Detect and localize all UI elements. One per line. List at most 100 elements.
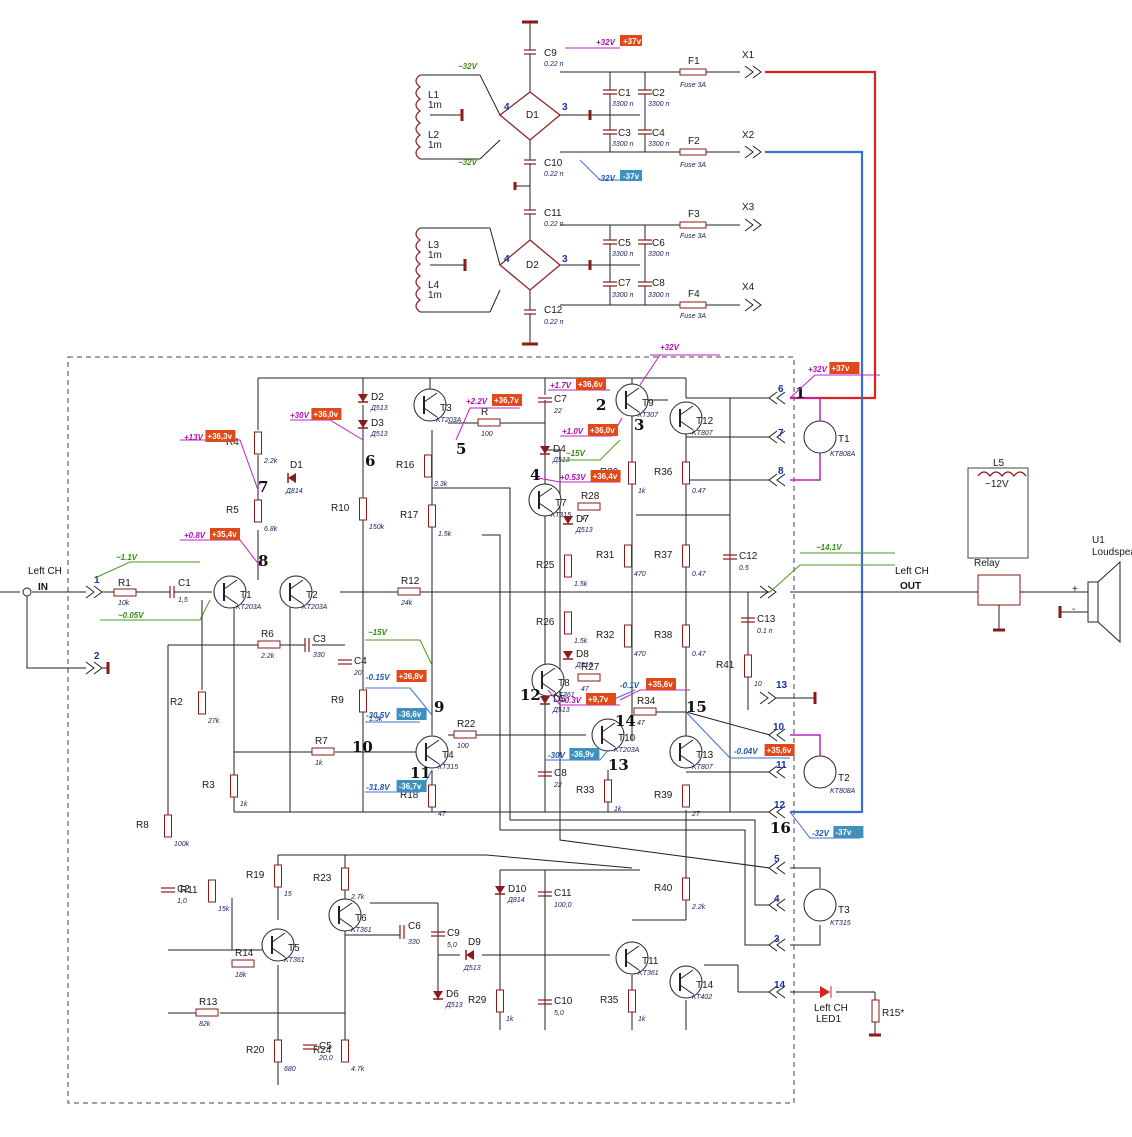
resistor-value: 1k [315, 760, 323, 767]
diode-icon [495, 886, 505, 894]
diode-icon [540, 446, 550, 454]
transistor-type: KT203A [614, 747, 640, 754]
resistor-ref: R [481, 407, 488, 418]
diode-type: Д513 [463, 965, 481, 972]
transistor-ref: T13 [696, 750, 714, 761]
voltage-value: -0.04V [734, 747, 758, 756]
diode-icon [433, 991, 443, 999]
voltage-badge-text: +36,7v [494, 396, 519, 405]
resistor-ref: R6 [261, 629, 274, 640]
diode-type: Д513 [552, 707, 570, 714]
voltage-badge [569, 748, 600, 760]
transistor-icon [615, 383, 649, 417]
svg-text:Fuse 3A: Fuse 3A [680, 162, 706, 169]
resistor-value: 3.3k [434, 481, 448, 488]
c9-value: 0.22 n [544, 61, 564, 68]
node-13: 13 [608, 756, 629, 774]
svg-text:Fuse 3A: Fuse 3A [680, 82, 706, 89]
speaker-ref: U1 [1092, 535, 1105, 546]
voltage-value: ~15V [566, 449, 586, 458]
diode-type: Д513 [575, 527, 593, 534]
transistor-icon [669, 735, 703, 769]
voltage-value: -0.15V [366, 673, 390, 682]
voltage-value: +32V [808, 365, 828, 374]
node-4: 4 [530, 466, 540, 484]
transistor-ref: T14 [696, 980, 714, 991]
voltage-v-004: -0.04V+35,6v [734, 744, 795, 756]
capacitor-ref: C7 [554, 394, 567, 405]
resistor-ref: R34 [637, 696, 656, 707]
resistor-value: 680 [284, 1066, 296, 1073]
voltage-badge [311, 408, 342, 420]
capacitor-ref: C12 [739, 551, 758, 562]
resistor-ref: R13 [199, 997, 218, 1008]
resistor-ref: R32 [596, 630, 615, 641]
voltage-badge [396, 780, 427, 792]
diodes: D1Д814D2Д513D3Д513D4Д513D5Д513D6Д513D7Д5… [285, 392, 593, 1009]
output-channel-label: Left CH [895, 566, 929, 577]
c11-value: 0.22 n [544, 221, 564, 228]
l4-value: 1m [428, 290, 442, 301]
svg-text:+37v: +37v [623, 37, 642, 46]
voltage-badge [646, 678, 676, 690]
voltage-value: -30.5V [366, 711, 390, 720]
relay-label: Relay [974, 558, 1000, 569]
capacitor-ref: C3 [313, 634, 326, 645]
capacitor-value: 0.1 n [757, 628, 773, 635]
svg-text:Fuse 3A: Fuse 3A [680, 313, 706, 320]
voltage-v-318: -31.8V-36,7v [366, 780, 427, 792]
v-14-1: ~14.1V [816, 543, 842, 552]
d1-bridge-ref: D1 [526, 110, 539, 121]
voltage-badge-text: -36,6v [399, 710, 422, 719]
svg-text:3: 3 [562, 254, 568, 265]
capacitor-c6: C6 330 [399, 921, 421, 946]
diode-icon [540, 696, 550, 704]
voltage-badge [588, 424, 618, 436]
capacitor-value: 20,0 [318, 1055, 333, 1062]
resistor-ref: R4 [226, 437, 239, 448]
voltage-badge [586, 693, 616, 705]
svg-text:3300 n: 3300 n [648, 251, 670, 258]
capacitor-ref: C5 [319, 1041, 332, 1052]
speaker-icon [1087, 581, 1099, 623]
diode-ref: D4 [553, 444, 566, 455]
voltage-badge-text: +35,6v [648, 680, 673, 689]
svg-text:C7: C7 [618, 278, 631, 289]
resistor-value: 1k [638, 1016, 646, 1023]
resistor-ref: R11 [180, 885, 198, 896]
resistor-r4: R42.2k [226, 431, 278, 465]
resistor-ref: R3 [202, 780, 215, 791]
resistor-ref: R28 [581, 491, 600, 502]
diode-type: Д513 [370, 405, 388, 412]
diode-icon [288, 473, 296, 483]
voltage-badge-text: -36,9v [571, 750, 594, 759]
svg-text:3300 n: 3300 n [612, 101, 634, 108]
svg-text:3300 n: 3300 n [648, 141, 670, 148]
fuse-f3 [679, 221, 707, 229]
capacitor-value: 330 [408, 939, 420, 946]
svg-text:3: 3 [562, 102, 568, 113]
resistor-value: 47 [637, 720, 646, 727]
resistor-ref: R27 [581, 662, 600, 673]
svg-text:T1: T1 [838, 434, 850, 445]
capacitor-ref: C6 [408, 921, 421, 932]
svg-text:3300 n: 3300 n [648, 101, 670, 108]
input-label: IN [38, 582, 48, 593]
transistor-type: KT203A [302, 604, 328, 611]
board-connectors: 6 7 8 10 11 12 13 5 4 3 14 [759, 384, 817, 999]
voltage-badge [396, 708, 427, 720]
